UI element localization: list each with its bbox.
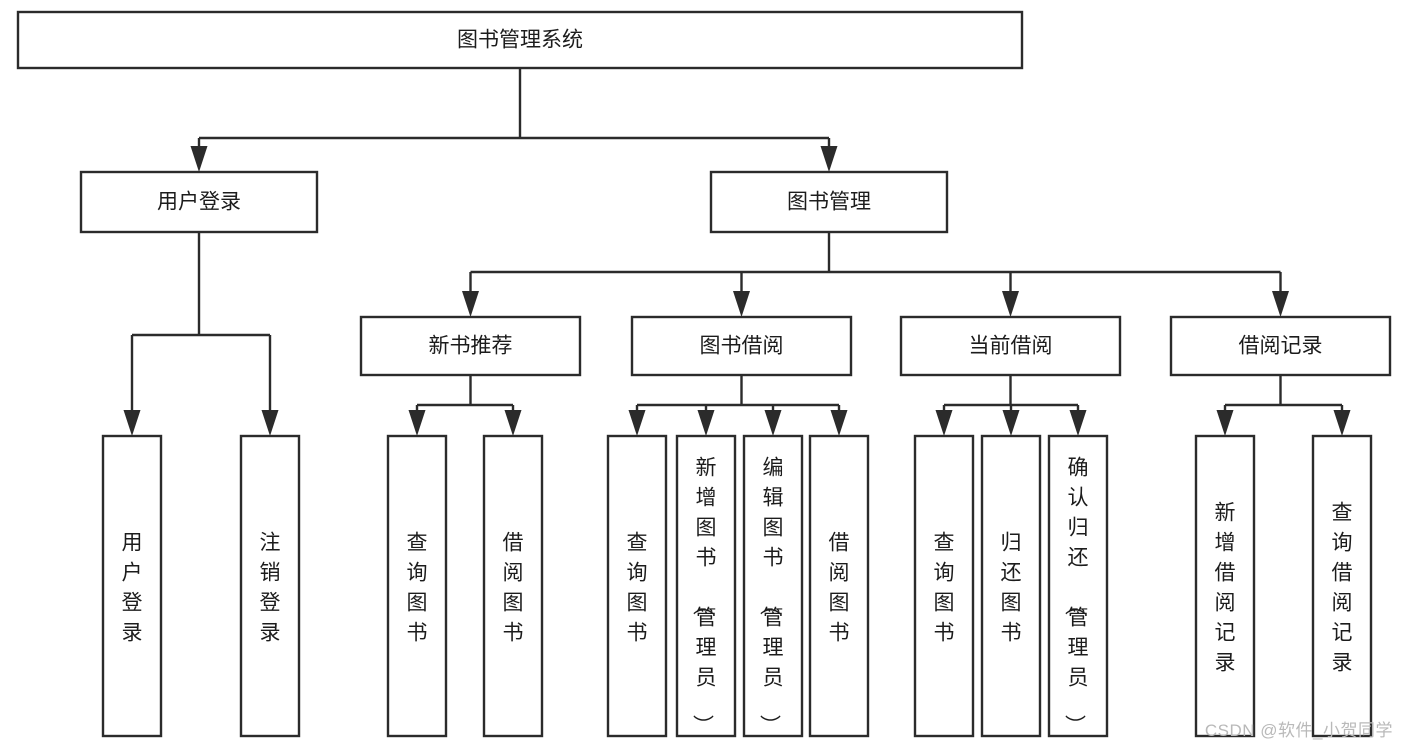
arrow-head-user-login — [190, 146, 208, 172]
connector-group-root — [190, 68, 838, 172]
node-leaf-query-book-2[interactable]: 查询图书 — [606, 434, 668, 738]
node-label-current-borrow: 当前借阅 — [969, 335, 1053, 358]
node-label-leaf-query-record: 查询借阅记录 — [1332, 501, 1353, 674]
node-label-leaf-edit-book: 编辑图书（管理员） — [758, 456, 784, 735]
node-box-leaf-borrow-book-2[interactable] — [808, 434, 870, 738]
node-label-root: 图书管理系统 — [457, 29, 583, 52]
node-label-leaf-query-book-2: 查询图书 — [627, 531, 648, 644]
node-book-manage[interactable]: 图书管理 — [709, 170, 949, 234]
arrow-head-new-book-rec — [462, 291, 479, 317]
node-leaf-edit-book[interactable]: 编辑图书（管理员） — [742, 434, 804, 738]
node-book-borrow[interactable]: 图书借阅 — [630, 315, 853, 377]
arrow-head-leaf-edit-book — [764, 410, 782, 436]
arrow-head-book-manage — [820, 146, 838, 172]
node-box-new-book-rec[interactable] — [359, 315, 582, 377]
node-label-leaf-query-book-1: 查询图书 — [407, 531, 428, 644]
arrow-head-leaf-add-book — [697, 410, 715, 436]
node-label-book-borrow: 图书借阅 — [700, 335, 784, 358]
arrow-head-current-borrow — [1002, 291, 1019, 317]
node-leaf-borrow-book-2[interactable]: 借阅图书 — [808, 434, 870, 738]
node-label-leaf-return-book: 归还图书 — [1001, 531, 1022, 644]
node-box-book-borrow[interactable] — [630, 315, 853, 377]
node-box-leaf-confirm-return[interactable] — [1047, 434, 1109, 738]
arrow-head-leaf-add-record — [1216, 410, 1234, 436]
node-box-leaf-query-record[interactable] — [1311, 434, 1373, 738]
node-label-leaf-borrow-book-1: 借阅图书 — [503, 531, 524, 644]
node-box-leaf-query-book-1[interactable] — [386, 434, 448, 738]
connector-group-user-login — [123, 232, 279, 436]
node-box-borrow-record[interactable] — [1169, 315, 1392, 377]
node-leaf-return-book[interactable]: 归还图书 — [980, 434, 1042, 738]
node-label-leaf-add-book: 新增图书（管理员） — [691, 456, 717, 735]
node-box-leaf-add-record[interactable] — [1194, 434, 1256, 738]
node-box-root[interactable] — [16, 10, 1024, 70]
connector-group-current-borrow — [935, 375, 1087, 436]
node-label-book-manage: 图书管理 — [787, 191, 871, 214]
node-leaf-query-record[interactable]: 查询借阅记录 — [1311, 434, 1373, 738]
arrow-head-leaf-confirm-return — [1069, 410, 1087, 436]
node-new-book-rec[interactable]: 新书推荐 — [359, 315, 582, 377]
arrow-head-leaf-logout — [261, 410, 279, 436]
node-leaf-logout[interactable]: 注销登录 — [239, 434, 301, 738]
arrow-head-book-borrow — [733, 291, 750, 317]
node-root[interactable]: 图书管理系统 — [16, 10, 1024, 70]
connector-group-borrow-record — [1216, 375, 1351, 436]
node-leaf-borrow-book-1[interactable]: 借阅图书 — [482, 434, 544, 738]
node-label-leaf-add-record: 新增借阅记录 — [1215, 501, 1236, 674]
node-label-leaf-logout: 注销登录 — [260, 531, 281, 644]
node-leaf-add-book[interactable]: 新增图书（管理员） — [675, 434, 737, 738]
node-leaf-confirm-return[interactable]: 确认归还（管理员） — [1047, 434, 1109, 738]
arrow-head-leaf-query-book-1 — [408, 410, 426, 436]
arrow-head-leaf-query-record — [1333, 410, 1351, 436]
arrow-head-leaf-query-book-3 — [935, 410, 953, 436]
node-box-leaf-logout[interactable] — [239, 434, 301, 738]
arrow-head-borrow-record — [1272, 291, 1289, 317]
node-label-leaf-confirm-return: 确认归还（管理员） — [1063, 456, 1089, 735]
node-box-leaf-borrow-book-1[interactable] — [482, 434, 544, 738]
arrow-head-leaf-return-book — [1002, 410, 1020, 436]
node-current-borrow[interactable]: 当前借阅 — [899, 315, 1122, 377]
arrow-head-leaf-borrow-book-1 — [504, 410, 522, 436]
node-box-current-borrow[interactable] — [899, 315, 1122, 377]
node-box-leaf-return-book[interactable] — [980, 434, 1042, 738]
connector-layer — [123, 68, 1351, 436]
node-box-book-manage[interactable] — [709, 170, 949, 234]
node-label-new-book-rec: 新书推荐 — [429, 335, 513, 358]
connector-group-book-manage — [462, 232, 1289, 317]
node-leaf-user-login[interactable]: 用户登录 — [101, 434, 163, 738]
arrow-head-leaf-borrow-book-2 — [830, 410, 848, 436]
node-leaf-add-record[interactable]: 新增借阅记录 — [1194, 434, 1256, 738]
node-box-leaf-query-book-2[interactable] — [606, 434, 668, 738]
node-borrow-record[interactable]: 借阅记录 — [1169, 315, 1392, 377]
node-label-borrow-record: 借阅记录 — [1239, 335, 1323, 358]
connector-group-book-borrow — [628, 375, 848, 436]
node-box-leaf-edit-book[interactable] — [742, 434, 804, 738]
node-label-leaf-user-login: 用户登录 — [122, 531, 143, 644]
node-user-login[interactable]: 用户登录 — [79, 170, 319, 234]
node-box-leaf-add-book[interactable] — [675, 434, 737, 738]
node-box-leaf-query-book-3[interactable] — [913, 434, 975, 738]
connector-group-new-book-rec — [408, 375, 522, 436]
node-leaf-query-book-1[interactable]: 查询图书 — [386, 434, 448, 738]
node-leaf-query-book-3[interactable]: 查询图书 — [913, 434, 975, 738]
arrow-head-leaf-user-login — [123, 410, 141, 436]
node-label-user-login: 用户登录 — [157, 191, 241, 214]
node-layer: 图书管理系统用户登录图书管理新书推荐图书借阅当前借阅借阅记录用户登录注销登录查询… — [16, 10, 1392, 738]
node-label-leaf-borrow-book-2: 借阅图书 — [829, 531, 850, 644]
node-label-leaf-query-book-3: 查询图书 — [934, 531, 955, 644]
node-box-leaf-user-login[interactable] — [101, 434, 163, 738]
node-box-user-login[interactable] — [79, 170, 319, 234]
arrow-head-leaf-query-book-2 — [628, 410, 646, 436]
